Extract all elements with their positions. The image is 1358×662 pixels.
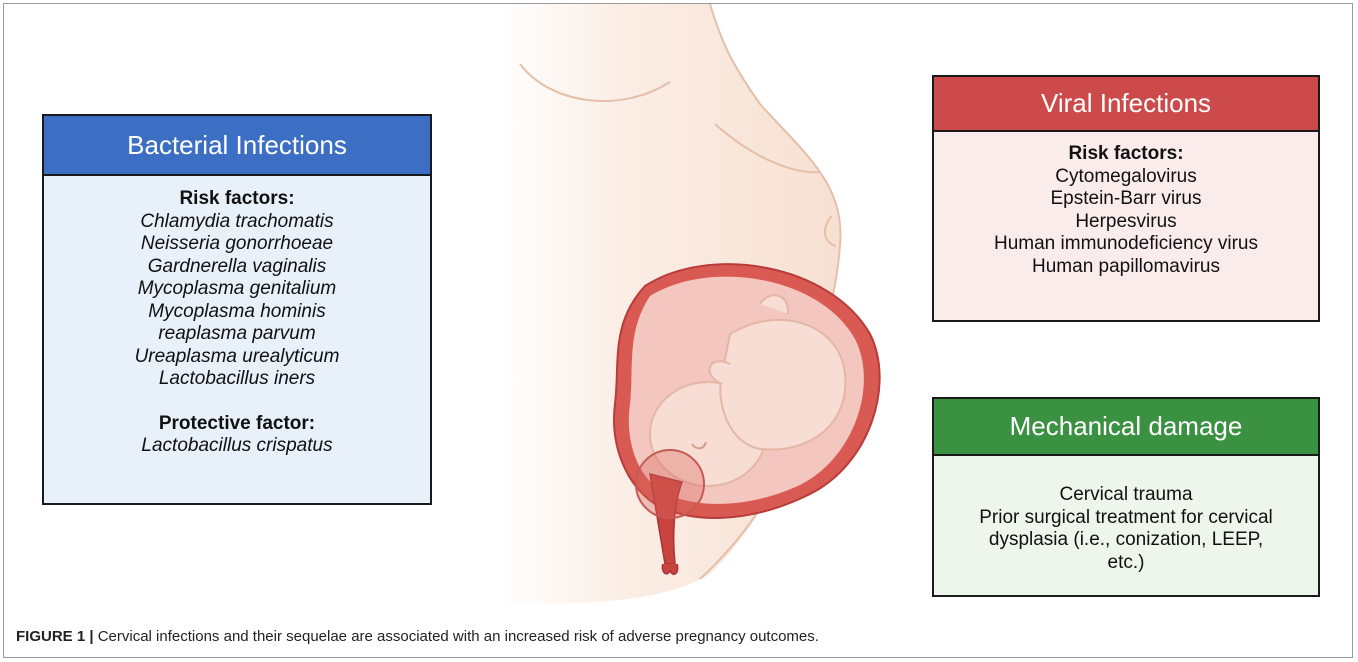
risk-factors-heading: Risk factors:	[44, 188, 430, 211]
risk-factor-item: Mycoplasma hominis	[44, 301, 430, 324]
risk-factor-item: Mycoplasma genitalium	[44, 278, 430, 301]
protective-factor-item: Lactobacillus crispatus	[44, 435, 430, 458]
risk-factor-item: Gardnerella vaginalis	[44, 256, 430, 279]
cervix-highlight-circle	[636, 450, 704, 518]
mechanical-damage-title: Mechanical damage	[934, 399, 1318, 456]
risk-factor-item: Herpesvirus	[934, 211, 1318, 234]
risk-factor-item: Human papillomavirus	[934, 256, 1318, 279]
mechanical-line: Prior surgical treatment for cervical	[934, 507, 1318, 530]
mechanical-line: dysplasia (i.e., conization, LEEP,	[934, 529, 1318, 552]
risk-factor-item: Human immunodeficiency virus	[934, 233, 1318, 256]
risk-factors-heading: Risk factors:	[934, 143, 1318, 166]
figure-caption-text: Cervical infections and their sequelae a…	[94, 628, 819, 645]
figure-caption: FIGURE 1 | Cervical infections and their…	[16, 628, 819, 645]
risk-factor-item: Cytomegalovirus	[934, 166, 1318, 189]
risk-factor-item: Chlamydia trachomatis	[44, 211, 430, 234]
viral-infections-title: Viral Infections	[934, 77, 1318, 132]
fetus-body	[720, 320, 845, 450]
bacterial-infections-title: Bacterial Infections	[44, 116, 430, 176]
pregnant-uterus-illustration	[460, 4, 900, 604]
mechanical-line: etc.)	[934, 552, 1318, 575]
figure-label: FIGURE 1 |	[16, 628, 94, 645]
mechanical-damage-panel: Mechanical damage Cervical trauma Prior …	[932, 397, 1320, 597]
risk-factor-item: Lactobacillus iners	[44, 368, 430, 391]
risk-factor-item: Neisseria gonorrhoeae	[44, 233, 430, 256]
risk-factor-item: reaplasma parvum	[44, 323, 430, 346]
bacterial-infections-panel: Bacterial Infections Risk factors: Chlam…	[42, 114, 432, 505]
protective-factor-heading: Protective factor:	[44, 413, 430, 436]
risk-factor-item: Epstein-Barr virus	[934, 188, 1318, 211]
mechanical-line: Cervical trauma	[934, 484, 1318, 507]
risk-factor-item: Ureaplasma urealyticum	[44, 346, 430, 369]
viral-infections-panel: Viral Infections Risk factors: Cytomegal…	[932, 75, 1320, 322]
